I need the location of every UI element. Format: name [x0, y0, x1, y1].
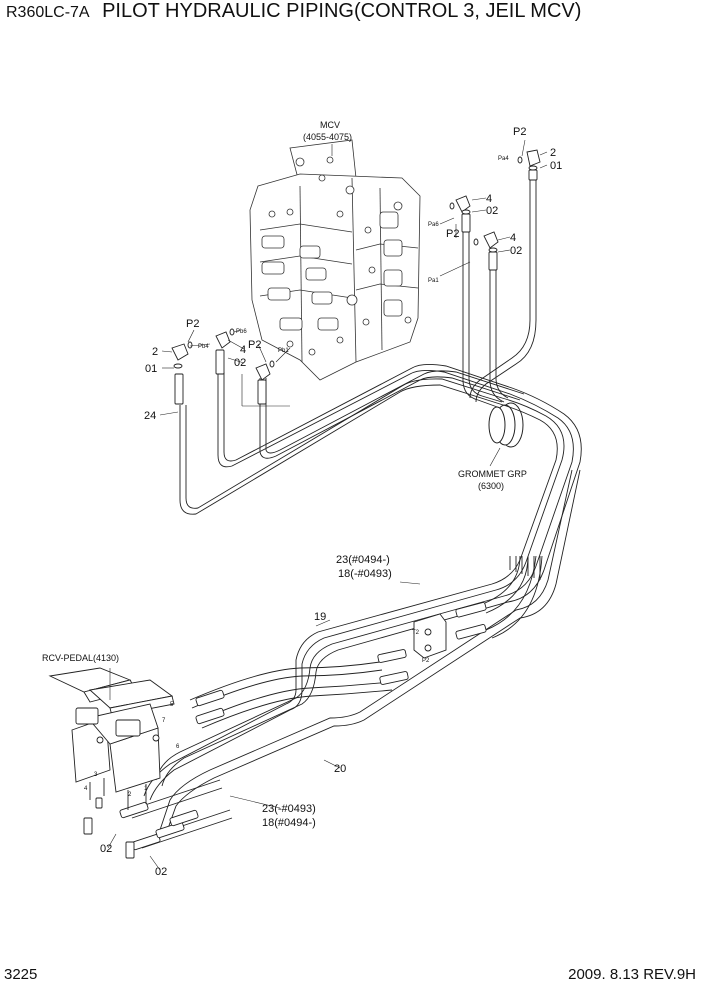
mid2-part-4-label: 4: [510, 232, 516, 244]
tag-1-label: 1: [144, 786, 148, 792]
hose-23-lower-label: 23(-#0493): [262, 803, 316, 815]
top-p2-label: P2: [513, 126, 526, 138]
hose-23-upper-label: 23(#0494-): [336, 554, 390, 566]
grommet-assembly: [488, 402, 524, 448]
part-19-label: 19: [314, 611, 326, 623]
part-24-label: 24: [144, 410, 156, 422]
tag-7-label: 7: [162, 718, 166, 724]
port-pa1-label: Pa1: [428, 278, 439, 284]
top-part-01-label: 01: [550, 160, 562, 172]
part-20-label: 20: [334, 763, 346, 775]
left-part-2-label: 2: [152, 346, 158, 358]
top-part-2-label: 2: [550, 147, 556, 159]
page-number: 3225: [4, 966, 38, 983]
tag-6-label: 6: [176, 744, 180, 750]
model-code: R360LC-7A: [6, 4, 90, 21]
port-pa6-label: Pa6: [428, 222, 439, 228]
page-header: R360LC-7A PILOT HYDRAULIC PIPING(CONTROL…: [6, 0, 581, 23]
left-p2-label: P2: [186, 318, 199, 330]
port-pb6-label: Pb6: [236, 329, 247, 335]
tag-5-label: 5: [170, 702, 174, 708]
hose-18-upper-label: 18(-#0493): [338, 568, 392, 580]
mid-part-4-label: 4: [486, 193, 492, 205]
port-pb1-label: Pb1: [278, 348, 289, 354]
rcv-pedal-label: RCV-PEDAL(4130): [42, 653, 119, 663]
port-pa4-label: Pa4: [498, 156, 509, 162]
bottom-part-02-right-label: 02: [155, 866, 167, 878]
grommet-code-label: (6300): [478, 481, 504, 491]
mid-p2-label: P2: [446, 228, 459, 240]
tag-4-label: 4: [84, 786, 88, 792]
t2-tag-label: T2: [412, 630, 420, 636]
p2-tag-label: P2: [422, 658, 430, 664]
tag-3-label: 3: [94, 772, 98, 778]
left-part-02-label: 02: [234, 357, 246, 369]
page-title: PILOT HYDRAULIC PIPING(CONTROL 3, JEIL M…: [102, 0, 582, 22]
leader-lines: [107, 139, 548, 871]
port-pb4-label: Pb4: [198, 344, 209, 350]
revision-date: 2009. 8.13 REV.9H: [568, 966, 696, 983]
mid2-part-02-label: 02: [510, 245, 522, 257]
fittings: [83, 149, 541, 859]
grommet-label: GROMMET GRP: [458, 469, 527, 479]
mid-part-02-label: 02: [486, 205, 498, 217]
left-part-01-label: 01: [145, 363, 157, 375]
left2-p2-label: P2: [248, 339, 261, 351]
mcv-range-label: (4055-4075): [303, 132, 352, 142]
hose-18-lower-label: 18(#0494-): [262, 817, 316, 829]
left-part-4-label: 4: [240, 344, 246, 356]
tag-2-label: 2: [128, 792, 132, 798]
mcv-valve-block: [249, 139, 421, 381]
bottom-part-02-left-label: 02: [100, 843, 112, 855]
mcv-label: MCV: [320, 120, 340, 130]
